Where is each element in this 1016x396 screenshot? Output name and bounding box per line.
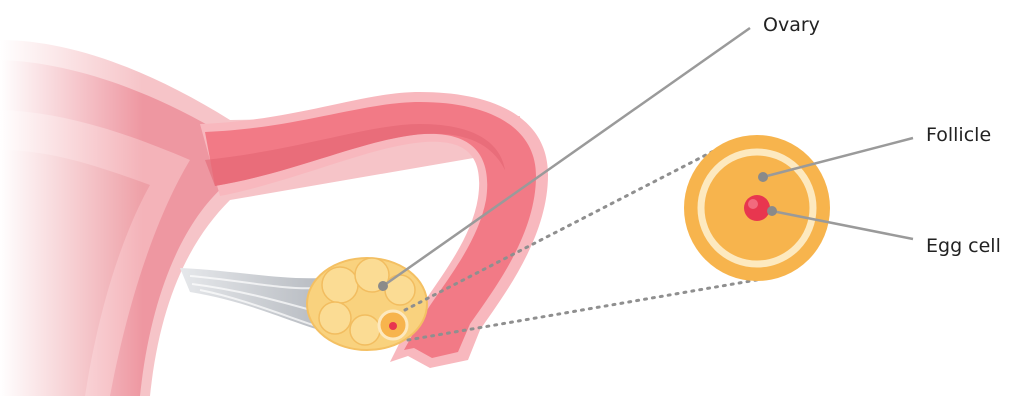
ovary-lobe xyxy=(321,266,359,304)
follicle-label: Follicle xyxy=(926,124,992,146)
ovary xyxy=(306,257,428,351)
egg-cell-label: Egg cell xyxy=(926,235,1001,257)
follicle-leader xyxy=(762,136,914,179)
small-egg xyxy=(389,322,397,330)
ligament-strands xyxy=(189,275,319,327)
ovary-label: Ovary xyxy=(763,14,820,36)
magnify-line-top xyxy=(403,138,737,312)
leader-lines xyxy=(378,26,914,291)
magnified-follicle xyxy=(684,135,830,281)
follicle-ring xyxy=(697,148,817,268)
tube-shading xyxy=(205,124,505,186)
ovary-lobe xyxy=(318,301,352,335)
ovary-leader-dot xyxy=(378,281,388,291)
egg-cell xyxy=(744,195,770,221)
egg-highlight xyxy=(748,199,758,209)
fade-overlay xyxy=(0,0,260,396)
ovary-lobe xyxy=(384,274,416,306)
egg-leader-dot xyxy=(767,206,777,216)
ovary-leader xyxy=(382,26,751,288)
follicle-leader-dot xyxy=(758,172,768,182)
egg-leader xyxy=(771,209,914,241)
ovary-lobe xyxy=(349,314,381,346)
ovarian-ligament xyxy=(180,268,320,330)
magnify-lines xyxy=(403,138,770,342)
magnify-line-bottom xyxy=(406,276,770,342)
fallopian-tube xyxy=(200,92,548,368)
